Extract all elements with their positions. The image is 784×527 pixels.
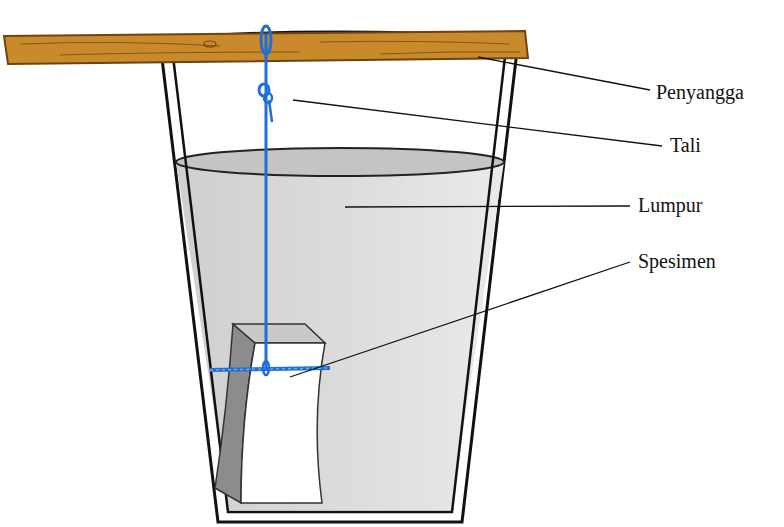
specimen-top — [233, 324, 325, 343]
leader-line — [345, 206, 630, 207]
leader-line — [478, 57, 650, 90]
part-label: Lumpur — [638, 193, 702, 217]
glass-outline — [160, 42, 518, 522]
leader-line — [290, 262, 630, 377]
mud-body — [176, 162, 504, 510]
rope-tie — [263, 361, 269, 375]
part-label: Penyangga — [656, 80, 744, 104]
rope-tail — [269, 100, 272, 122]
glass-inner-wall — [172, 48, 506, 512]
wood-knot — [204, 41, 216, 47]
mud-surface — [176, 148, 504, 176]
rope-loop — [261, 26, 271, 54]
part-label: Spesimen — [638, 249, 716, 273]
leader-line — [293, 100, 662, 146]
part-label: Tali — [670, 133, 701, 157]
